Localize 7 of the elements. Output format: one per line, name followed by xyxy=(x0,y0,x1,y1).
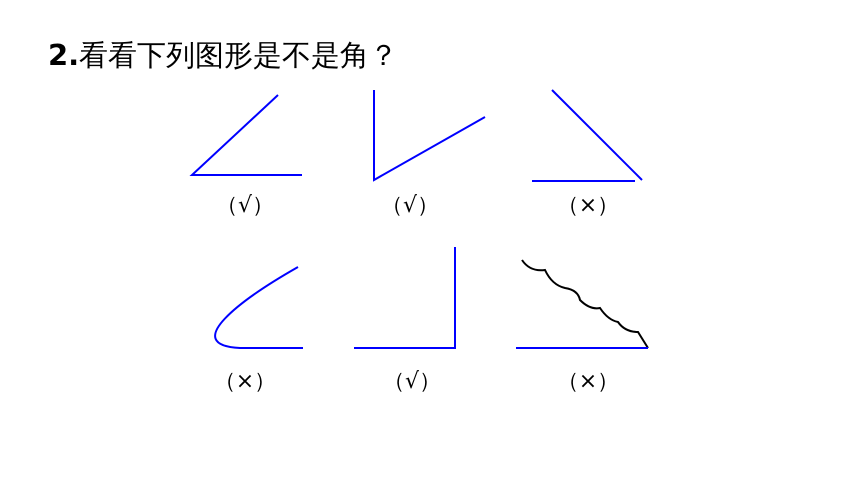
answer-mark: （√） xyxy=(380,192,440,220)
answer-mark: （×） xyxy=(214,368,276,396)
answer-mark: （√） xyxy=(216,192,274,220)
answer-mark: （×） xyxy=(556,368,620,396)
question-title: 2.看看下列图形是不是角？ xyxy=(48,37,398,74)
answer-mark: （√） xyxy=(382,368,442,396)
answer-mark: （×） xyxy=(556,192,620,220)
